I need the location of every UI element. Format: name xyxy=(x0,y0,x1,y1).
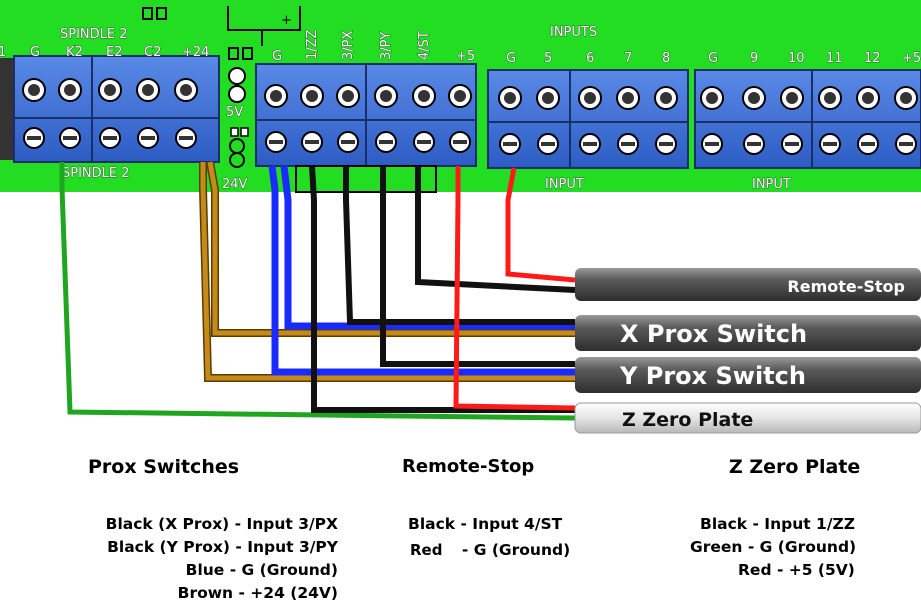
terminal-screw xyxy=(98,78,122,149)
terminal-screw xyxy=(412,84,436,153)
cable-z-zero-plate: Z Zero Plate xyxy=(574,402,921,434)
legend-zplate-line-3: Red - +5 (5V) xyxy=(738,561,855,579)
terminal-screw xyxy=(498,86,522,155)
legend-remote-red-word: Red xyxy=(410,541,443,559)
cable-y-prox: Y Prox Switch xyxy=(575,357,921,393)
pin-label-spindle-pins-4: C2 xyxy=(144,45,161,60)
jumper-24v-label: 24V xyxy=(222,177,248,192)
cable-label-x-prox: X Prox Switch xyxy=(620,320,807,348)
pin-label-input-pins_b-5: +5 xyxy=(902,51,921,66)
terminal-screw xyxy=(536,86,560,155)
terminal-screws xyxy=(22,78,918,155)
pin-labels: 1 G K2 E2 C2 +24 G 1/ZZ 3/PX 3/PY 4/ST +5 G 5 6 7 8 G 9 10 1… xyxy=(0,29,921,66)
pin-label-input-pins_a-2: 6 xyxy=(586,51,594,66)
wire-brown-1 xyxy=(199,162,575,382)
pin-label-axis-pins-3: 3/PY xyxy=(379,32,394,60)
cable-label-remote-stop: Remote-Stop xyxy=(787,277,905,296)
legend-remote-ground: - G (Ground) xyxy=(461,541,571,559)
legend-prox-line-3: Blue - G (Ground) xyxy=(185,561,338,579)
terminal-screw xyxy=(700,86,724,155)
legend-zplate-line-1: Black - Input 1/ZZ xyxy=(700,515,855,533)
terminal-screw xyxy=(58,78,82,149)
legend-prox-title: Prox Switches xyxy=(88,456,240,478)
pin-label-spindle-pins-3: E2 xyxy=(106,45,123,60)
legend-prox-line-1: Black (X Prox) - Input 3/PX xyxy=(105,515,338,533)
cable-remote-stop: Remote-Stop xyxy=(575,268,921,301)
terminal-screw xyxy=(264,84,288,153)
pin-label-spindle-pins-2: K2 xyxy=(66,45,83,60)
terminal-screw xyxy=(894,86,918,155)
terminal-screw xyxy=(856,86,880,155)
pin-label-spindle-pins-0: 1 xyxy=(0,45,6,60)
inputs-header-label: INPUTS xyxy=(550,25,597,40)
terminal-screw xyxy=(616,86,640,155)
terminal-screw xyxy=(654,86,678,155)
terminal-screw xyxy=(174,78,198,149)
legend-remote-title: Remote-Stop xyxy=(402,456,535,477)
jumper-5v-label: 5V xyxy=(226,105,243,120)
pin-label-input-pins_a-4: 8 xyxy=(662,51,670,66)
pin-label-axis-pins-5: +5 xyxy=(456,49,475,64)
terminal-screw xyxy=(818,86,842,155)
pin-label-spindle-pins-1: G xyxy=(30,45,40,60)
pin-label-axis-pins-0: G xyxy=(272,49,282,64)
pin-label-input-pins_b-2: 10 xyxy=(788,51,805,66)
terminal-screw xyxy=(780,86,804,155)
legend-prox-line-4: Brown - +24 (24V) xyxy=(177,584,338,602)
terminal-screw xyxy=(22,78,46,149)
input-label-a: INPUT xyxy=(545,177,584,192)
pin-label-input-pins_a-1: 5 xyxy=(544,51,552,66)
pin-label-input-pins_b-4: 12 xyxy=(864,51,881,66)
input-label-b: INPUT xyxy=(752,177,791,192)
pin-label-input-pins_b-3: 11 xyxy=(826,51,843,66)
wire-blue-2 xyxy=(280,165,575,330)
legend-zplate-title: Z Zero Plate xyxy=(729,456,861,478)
jumper-top xyxy=(142,6,301,60)
wire-blue-1 xyxy=(268,165,575,376)
pin-label-axis-pins-4: 4/ST xyxy=(417,31,432,60)
pin-label-input-pins_b-0: G xyxy=(708,51,718,66)
terminal-screw xyxy=(300,84,324,153)
legend-prox-line-2: Black (Y Prox) - Input 3/PY xyxy=(107,538,338,556)
terminal-screw xyxy=(448,84,472,153)
legend-zplate-line-2: Green - G (Ground) xyxy=(690,538,857,556)
terminal-screw xyxy=(336,84,360,153)
spindle-header-label: SPINDLE 2 xyxy=(60,27,128,42)
pin-label-input-pins_b-1: 9 xyxy=(750,51,758,66)
wire-black-x xyxy=(343,166,575,325)
legend-remote-line-1: Black - Input 4/ST xyxy=(408,515,563,533)
cable-label-z-zero: Z Zero Plate xyxy=(622,409,753,431)
terminal-screw xyxy=(136,78,160,149)
wire-red-stop xyxy=(505,167,576,283)
terminal-screw xyxy=(374,84,398,153)
pin-label-axis-pins-1: 1/ZZ xyxy=(305,29,320,60)
legend-remote-line-2: Red - G (Ground) xyxy=(410,539,570,562)
cable-label-y-prox: Y Prox Switch xyxy=(619,362,806,390)
svg-text:+: + xyxy=(281,13,292,28)
pin-label-input-pins_a-3: 7 xyxy=(624,51,632,66)
wire-black-y xyxy=(380,166,575,367)
terminal-screw xyxy=(742,86,766,155)
jumper-pins xyxy=(228,67,249,168)
wire-black-stop xyxy=(415,166,576,293)
cable-x-prox: X Prox Switch xyxy=(575,315,921,351)
wire-red-z xyxy=(453,166,576,411)
axis-terminal-block xyxy=(255,63,477,193)
pin-label-spindle-pins-5: +24 xyxy=(182,45,209,60)
spindle-block-label: SPINDLE 2 xyxy=(62,166,130,181)
pin-label-input-pins_a-0: G xyxy=(506,51,516,66)
terminal-screw xyxy=(578,86,602,155)
wire-green xyxy=(59,162,576,421)
wire-black-z xyxy=(309,165,575,413)
pin-label-axis-pins-2: 3/PX xyxy=(341,31,356,60)
